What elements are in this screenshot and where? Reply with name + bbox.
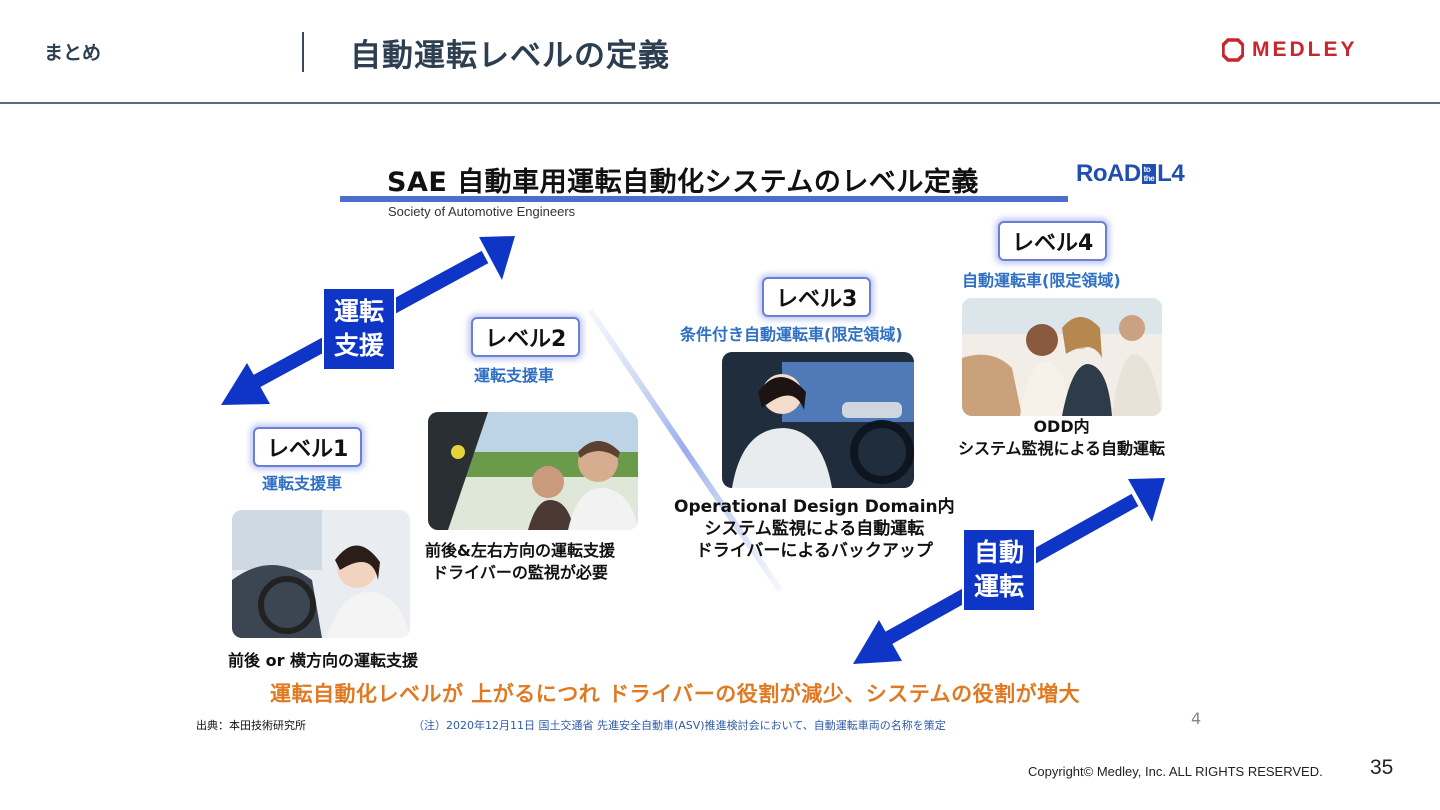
road-logo-end: L4 (1157, 160, 1185, 187)
level4-desc-line1: ODD内 (1033, 417, 1090, 436)
section-label: まとめ (44, 42, 102, 64)
level2-badge: レベル2 (471, 317, 581, 357)
level4-desc-line2: システム監視による自動運転 (958, 439, 1166, 458)
road-to-the-l4-logo: RoAD to the L4 (1076, 160, 1185, 188)
level3-desc-line2: システム監視による自動運転 (704, 519, 925, 539)
level3-subtitle: 条件付き自動運転車(限定領域) (680, 325, 903, 344)
embedded-slide-number: 4 (1191, 709, 1202, 728)
auto-label-line1: 自動 (974, 538, 1025, 567)
header-rule (0, 102, 1440, 104)
source-note: 出典：本田技術研究所 (196, 719, 306, 732)
level4-description: ODD内 システム監視による自動運転 (958, 416, 1165, 460)
auto-label-line2: 運転 (974, 572, 1025, 601)
level1-subtitle: 運転支援車 (262, 474, 343, 493)
level4-photo (962, 298, 1162, 416)
logo-text: MEDLEY (1252, 38, 1358, 61)
level1-description: 前後 or 横方向の運転支援 (228, 651, 419, 670)
road-logo-to: to (1143, 165, 1151, 174)
level4-subtitle: 自動運転車(限定領域) (962, 271, 1121, 290)
header-divider (302, 32, 304, 72)
level2-desc-line2: ドライバーの監視が必要 (432, 563, 608, 582)
level2-photo (428, 412, 638, 530)
level4-badge: レベル4 (998, 221, 1108, 261)
level3-description: Operational Design Domain内 システム監視による自動運転… (674, 496, 955, 562)
level3-badge: レベル3 (762, 277, 872, 317)
level3-desc-line3: ドライバーによるバックアップ (695, 541, 933, 561)
level1-photo (232, 510, 410, 638)
sae-subtitle: Society of Automotive Engineers (388, 204, 576, 219)
assist-label-line1: 運転 (334, 297, 385, 326)
auto-label: 自動 運転 (962, 528, 1037, 612)
medley-logo: MEDLEY (1222, 36, 1358, 64)
assist-label: 運転 支援 (322, 287, 397, 371)
road-logo-the: the (1143, 174, 1155, 183)
road-logo-main: RoAD (1076, 160, 1141, 187)
assist-label-line2: 支援 (334, 331, 385, 360)
page-number: 35 (1370, 756, 1394, 779)
level-divider-line (587, 308, 783, 592)
road-logo-box: to the (1141, 164, 1157, 184)
level1-badge: レベル1 (253, 427, 363, 467)
level3-desc-line1: Operational Design Domain内 (674, 497, 955, 517)
summary-line: 運転自動化レベルが 上がるにつれ ドライバーの役割が減少、システムの役割が増大 (270, 682, 1081, 706)
level3-photo (722, 352, 914, 488)
sae-title-underline (340, 196, 1068, 202)
footnote: （注）2020年12月11日 国土交通省 先進安全自動車(ASV)推進検討会にお… (413, 719, 946, 732)
medley-logo-icon (1222, 38, 1244, 62)
level2-desc-line1: 前後&左右方向の運転支援 (425, 541, 615, 560)
copyright: Copyright© Medley, Inc. ALL RIGHTS RESER… (1028, 764, 1323, 779)
level2-subtitle: 運転支援車 (474, 366, 555, 385)
level2-description: 前後&左右方向の運転支援 ドライバーの監視が必要 (425, 540, 615, 584)
page-title: 自動運転レベルの定義 (350, 38, 670, 74)
sae-title: SAE 自動車用運転自動化システムのレベル定義 (387, 167, 979, 198)
